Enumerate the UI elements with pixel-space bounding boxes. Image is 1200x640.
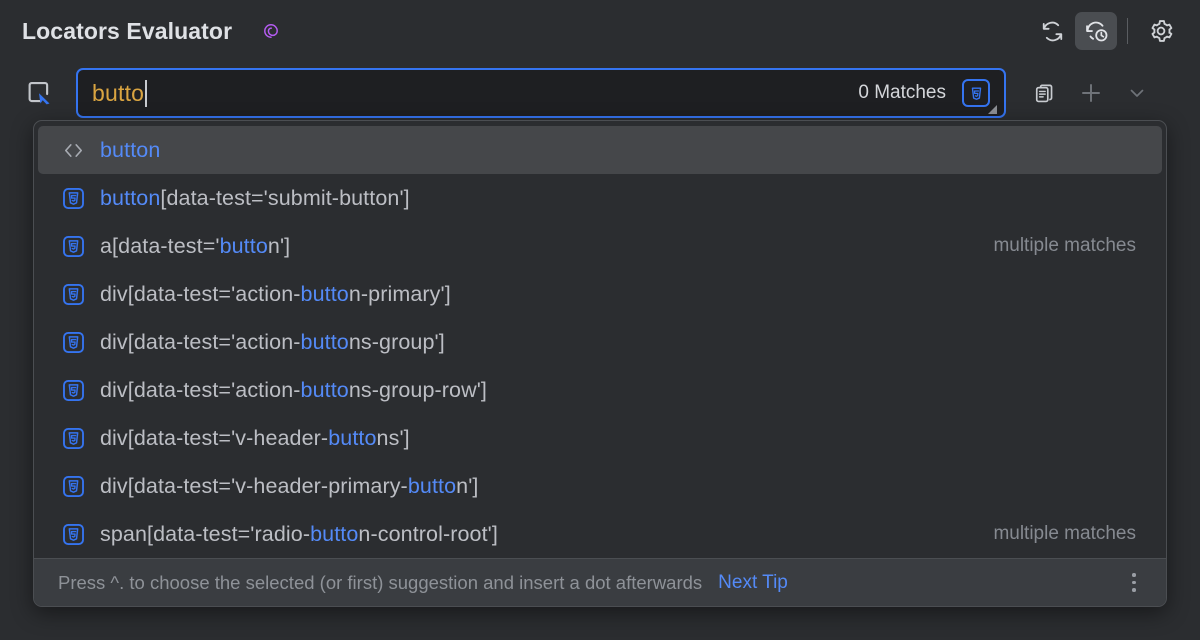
suggestion-row[interactable]: div[data-test='action-button-primary']	[38, 270, 1162, 318]
refresh-icon[interactable]	[1031, 12, 1073, 50]
match-count-label: 0 Matches	[858, 82, 946, 103]
header-divider	[1127, 18, 1128, 44]
suggestion-row[interactable]: button	[38, 126, 1162, 174]
suggestion-note: multiple matches	[993, 235, 1136, 256]
hint-bar: Press ^. to choose the selected (or firs…	[34, 558, 1166, 606]
locator-input[interactable]: butto 0 Matches	[76, 68, 1006, 118]
css-selector-icon	[60, 475, 86, 498]
css-selector-icon[interactable]	[962, 79, 997, 114]
page-title: Locators Evaluator	[22, 17, 233, 44]
suggestion-label: div[data-test='action-button-primary']	[100, 281, 451, 306]
suggestion-label: button	[100, 137, 161, 162]
suggestion-label: a[data-test='button']	[100, 233, 291, 258]
css-selector-icon	[60, 379, 86, 402]
suggestion-label: span[data-test='radio-button-control-roo…	[100, 521, 498, 546]
css-selector-icon	[60, 283, 86, 306]
locator-input-value: butto	[92, 79, 145, 106]
text-caret	[145, 79, 148, 107]
css-selector-icon	[60, 523, 86, 546]
suggestion-note: multiple matches	[993, 523, 1136, 544]
suggestion-row[interactable]: div[data-test='action-buttons-group']	[38, 318, 1162, 366]
suggestion-label: div[data-test='v-header-buttons']	[100, 425, 410, 450]
kebab-menu-icon[interactable]	[1116, 565, 1152, 601]
suggestion-label: button[data-test='submit-button']	[100, 185, 410, 210]
suggestion-row[interactable]: span[data-test='radio-button-control-roo…	[38, 510, 1162, 558]
suggestion-row[interactable]: div[data-test='v-header-primary-button']	[38, 462, 1162, 510]
spiral-logo-icon	[258, 18, 284, 44]
app-header: Locators Evaluator	[0, 0, 1200, 62]
search-row-tools	[1022, 73, 1160, 113]
suggestion-row[interactable]: button[data-test='submit-button']	[38, 174, 1162, 222]
css-selector-icon	[60, 187, 86, 210]
suggestion-label: div[data-test='action-buttons-group']	[100, 329, 445, 354]
dropdown-triangle-icon	[988, 105, 997, 114]
html-tag-icon	[60, 138, 86, 163]
add-plus-icon[interactable]	[1068, 73, 1114, 113]
suggestion-row[interactable]: div[data-test='v-header-buttons']	[38, 414, 1162, 462]
select-element-icon[interactable]	[20, 74, 58, 112]
auto-refresh-icon[interactable]	[1075, 12, 1117, 50]
suggestion-row[interactable]: div[data-test='action-buttons-group-row'…	[38, 366, 1162, 414]
suggestion-row[interactable]: a[data-test='button'] multiple matches	[38, 222, 1162, 270]
settings-gear-icon[interactable]	[1140, 12, 1182, 50]
suggestion-label: div[data-test='v-header-primary-button']	[100, 473, 479, 498]
suggestions-list: button button[data-test='submit-button'] a…	[34, 121, 1166, 558]
hint-text: Press ^. to choose the selected (or firs…	[58, 571, 703, 593]
suggestion-label: div[data-test='action-buttons-group-row'…	[100, 377, 487, 402]
chevron-down-icon[interactable]	[1114, 73, 1160, 113]
next-tip-link[interactable]: Next Tip	[718, 571, 788, 593]
suggestions-dropdown: button button[data-test='submit-button'] a…	[33, 120, 1167, 607]
css-selector-icon	[60, 427, 86, 450]
css-selector-icon	[60, 331, 86, 354]
locator-search-row: butto 0 Matches	[0, 62, 1200, 124]
css-selector-icon	[60, 235, 86, 258]
copy-documents-icon[interactable]	[1022, 73, 1068, 113]
